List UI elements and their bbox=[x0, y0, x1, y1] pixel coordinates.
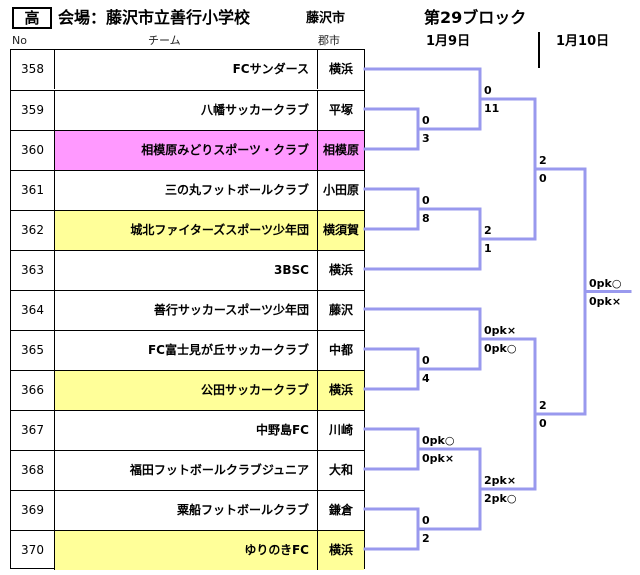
team-number: 368 bbox=[11, 451, 55, 490]
team-number: 358 bbox=[11, 50, 55, 89]
score-label: 2pk× bbox=[484, 474, 517, 487]
team-name: 善行サッカースポーツ少年団 bbox=[55, 291, 318, 330]
team-city: 中都 bbox=[328, 343, 353, 357]
team-name: 公田サッカークラブ bbox=[55, 371, 318, 410]
score-label: 0pk○ bbox=[589, 276, 622, 290]
date-day2: 1月10日 bbox=[556, 34, 610, 49]
date-day1: 1月9日 bbox=[426, 34, 471, 49]
level-badge: 高 bbox=[12, 7, 52, 29]
venue-title: 会場：藤沢市立善行小学校 bbox=[58, 8, 251, 27]
team-city: 小田原 bbox=[322, 183, 359, 197]
team-city: 川崎 bbox=[328, 423, 353, 437]
team-number: 359 bbox=[11, 91, 55, 130]
team-number: 360 bbox=[11, 131, 55, 170]
score-label: 3 bbox=[422, 132, 430, 145]
team-number: 367 bbox=[11, 411, 55, 450]
score-label: 0 bbox=[539, 417, 547, 430]
score-label: 2pk○ bbox=[484, 492, 517, 505]
score-label: 0pk× bbox=[589, 294, 622, 308]
team-number: 369 bbox=[11, 491, 55, 530]
team-name: 中野島FC bbox=[55, 411, 318, 450]
score-label: 2 bbox=[539, 154, 547, 167]
team-number: 365 bbox=[11, 331, 55, 370]
score-label: 0pk○ bbox=[484, 342, 517, 355]
team-number: 370 bbox=[11, 531, 55, 570]
score-label: 2 bbox=[484, 224, 492, 237]
team-city: 相模原 bbox=[318, 131, 364, 170]
team-city: 横浜 bbox=[318, 531, 364, 570]
team-city: 大和 bbox=[328, 463, 353, 477]
team-city: 横浜 bbox=[328, 62, 353, 76]
score-label: 8 bbox=[422, 212, 430, 225]
column-header-city: 郡市 bbox=[318, 34, 340, 47]
team-city: 横浜 bbox=[318, 371, 364, 410]
team-name: 福田フットボールクラブジュニア bbox=[55, 451, 318, 490]
date-divider bbox=[538, 32, 540, 68]
score-label: 0 bbox=[422, 514, 430, 527]
score-label: 0pk○ bbox=[422, 434, 455, 447]
team-number: 364 bbox=[11, 291, 55, 330]
team-name: 3BSC bbox=[55, 251, 318, 290]
score-label: 0 bbox=[422, 194, 430, 207]
team-name: FC富士見が丘サッカークラブ bbox=[55, 331, 318, 370]
team-city: 藤沢 bbox=[328, 303, 353, 317]
block-title: 第29ブロック bbox=[424, 8, 527, 27]
team-number: 363 bbox=[11, 251, 55, 290]
team-number: 366 bbox=[11, 371, 55, 410]
team-city: 横浜 bbox=[328, 263, 353, 277]
team-name: 相模原みどりスポーツ・クラブ bbox=[55, 131, 318, 170]
team-number: 362 bbox=[11, 211, 55, 250]
team-name: 八幡サッカークラブ bbox=[55, 91, 318, 130]
team-city: 平塚 bbox=[328, 103, 353, 117]
score-label: 0 bbox=[422, 354, 430, 367]
team-name: 粟船フットボールクラブ bbox=[55, 491, 318, 530]
team-name: 三の丸フットボールクラブ bbox=[55, 171, 318, 210]
team-name: 城北ファイターズスポーツ少年団 bbox=[55, 211, 318, 250]
score-label: 0 bbox=[422, 114, 430, 127]
score-label: 0 bbox=[484, 84, 492, 97]
team-name: ゆりのきFC bbox=[55, 531, 318, 570]
column-header-team: チーム bbox=[148, 34, 181, 47]
score-label: 0 bbox=[539, 172, 547, 185]
score-label: 2 bbox=[539, 399, 547, 412]
column-header-no: No bbox=[12, 34, 27, 47]
team-city: 鎌倉 bbox=[328, 503, 353, 517]
team-name: FCサンダース bbox=[55, 50, 318, 89]
score-label: 0pk× bbox=[422, 452, 455, 465]
score-label: 4 bbox=[422, 372, 430, 385]
score-label: 0pk× bbox=[484, 324, 517, 337]
venue-city: 藤沢市 bbox=[306, 11, 346, 26]
team-city: 横須賀 bbox=[318, 211, 364, 250]
score-label: 1 bbox=[484, 242, 492, 255]
score-label: 2 bbox=[422, 532, 430, 545]
score-label: 11 bbox=[484, 102, 500, 115]
team-number: 361 bbox=[11, 171, 55, 210]
